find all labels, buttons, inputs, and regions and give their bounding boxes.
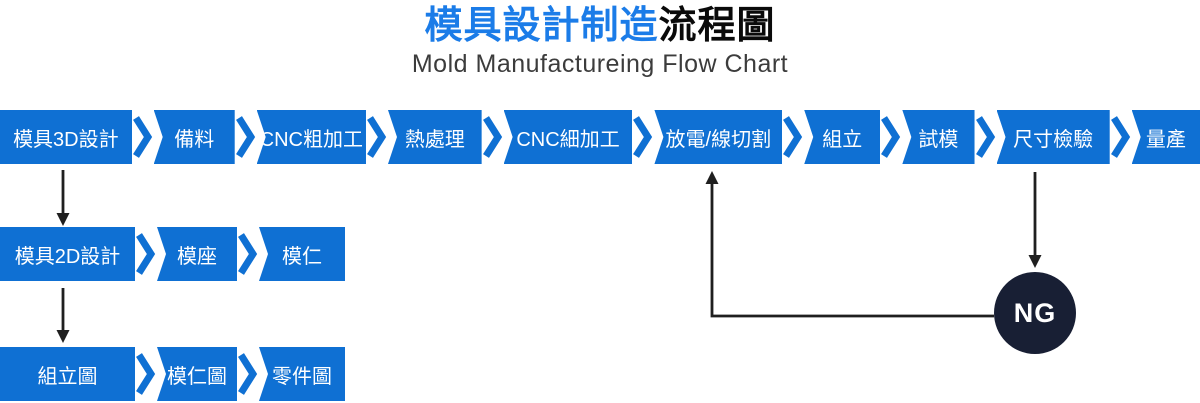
drawing-parts: 零件圖 — [259, 347, 345, 401]
page-subtitle: Mold Manufactureing Flow Chart — [411, 49, 789, 78]
step-material-prep: 備料 — [153, 110, 235, 164]
page-title-rest: 流程圖 — [658, 5, 776, 47]
drawing-assembly: 組立圖 — [0, 347, 135, 401]
chevron-right-icon — [235, 110, 257, 164]
chevron-right-icon — [237, 227, 259, 281]
chevron-right-icon — [880, 110, 902, 164]
design-flow-row: 模具2D設計 模座 模仁 — [0, 227, 345, 281]
step-edm-wire-cut: 放電/線切割 — [654, 110, 783, 164]
drawing-core: 模仁圖 — [157, 347, 237, 401]
step-heat-treatment: 熱處理 — [387, 110, 482, 164]
chevron-right-icon — [132, 110, 154, 164]
step-assembly: 組立 — [804, 110, 881, 164]
drawing-flow-row: 組立圖 模仁圖 零件圖 — [0, 347, 345, 401]
main-flow-row: 模具3D設計 備料 CNC粗加工 熱處理 CNC細加工 放電/線切割 組立 試模… — [0, 110, 1200, 164]
step-mold-base: 模座 — [157, 227, 237, 281]
step-mass-production: 量產 — [1131, 110, 1200, 164]
page-title: 模具設計制造流程圖 — [0, 5, 1200, 48]
ng-badge-label: NG — [1013, 297, 1057, 328]
arrow-ng-feedback-to-edm — [705, 171, 994, 318]
chevron-right-icon — [135, 227, 157, 281]
step-dimension-inspection: 尺寸檢驗 — [996, 110, 1110, 164]
header: 模具設計制造流程圖 Mold Manufactureing Flow Chart — [0, 5, 1200, 79]
page-title-highlight: 模具設計制造 — [424, 5, 659, 47]
chevron-right-icon — [135, 347, 157, 401]
chevron-right-icon — [1110, 110, 1132, 164]
chevron-right-icon — [366, 110, 388, 164]
chevron-right-icon — [632, 110, 654, 164]
chevron-right-icon — [237, 347, 259, 401]
arrow-down-2d-to-drawing — [56, 288, 70, 343]
step-cnc-rough-machining: CNC粗加工 — [256, 110, 366, 164]
chevron-right-icon — [975, 110, 997, 164]
step-mold-trial: 試模 — [902, 110, 975, 164]
step-mold-core: 模仁 — [259, 227, 345, 281]
arrow-down-inspection-to-ng — [1028, 172, 1042, 268]
chevron-right-icon — [782, 110, 804, 164]
step-cnc-fine-machining: CNC細加工 — [503, 110, 633, 164]
ng-badge: NG — [994, 272, 1076, 354]
step-mold-2d-design: 模具2D設計 — [0, 227, 135, 281]
chevron-right-icon — [482, 110, 504, 164]
step-mold-3d-design: 模具3D設計 — [0, 110, 132, 164]
arrow-down-3d-to-2d — [56, 170, 70, 226]
